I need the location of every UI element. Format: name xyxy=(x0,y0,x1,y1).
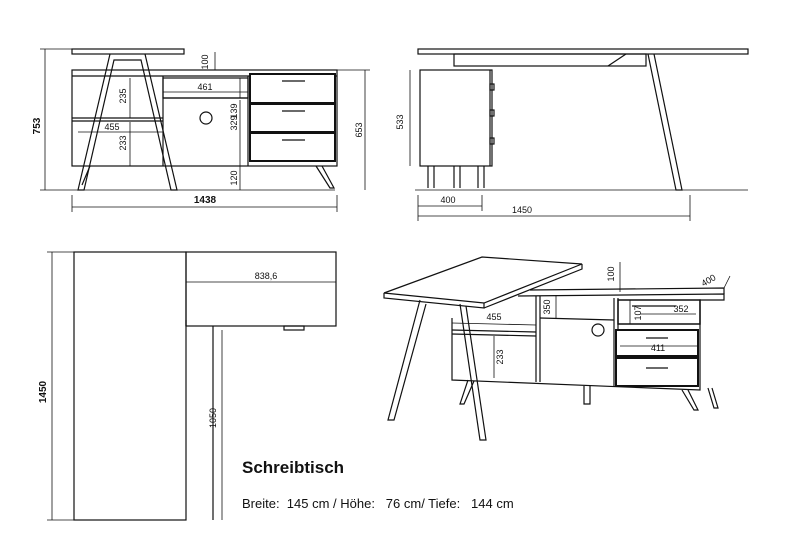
front-leg-height-label: 120 xyxy=(229,170,239,185)
side-cabinet-body xyxy=(419,69,493,167)
top-cabinet-return xyxy=(185,251,337,327)
iso-a-frame-leg-left xyxy=(387,299,427,421)
front-box-lower-label: 329 xyxy=(229,115,239,130)
top-desktop xyxy=(73,251,187,521)
front-cable-hole xyxy=(199,111,213,125)
front-box-height-label: 139 xyxy=(229,103,239,118)
front-opening-lower-label: 233 xyxy=(118,135,128,150)
iso-depth-label: 400 xyxy=(699,272,717,288)
front-shelf-width-label: 455 xyxy=(104,122,119,132)
top-return-width-label: 838,6 xyxy=(255,271,278,281)
front-cabinet-leg xyxy=(315,165,336,189)
front-drawer-3 xyxy=(249,132,336,162)
iso-drawer-3 xyxy=(615,357,699,387)
side-view xyxy=(417,48,749,191)
side-depth-cabinet-label: 400 xyxy=(440,195,455,205)
side-leg xyxy=(647,53,683,191)
front-opening-width-label: 461 xyxy=(197,82,212,92)
iso-a-frame-leg-right xyxy=(459,303,487,441)
iso-box-height-label: 350 xyxy=(542,299,552,314)
front-opening-upper-label: 235 xyxy=(118,88,128,103)
front-drawer-2 xyxy=(249,103,336,133)
front-a-frame-leg xyxy=(77,53,178,191)
front-height-body-label: 653 xyxy=(354,122,364,137)
front-width-total-label: 1438 xyxy=(194,195,217,206)
iso-top-overhang-label: 100 xyxy=(606,266,616,281)
iso-drawer-height-label: 107 xyxy=(633,305,643,320)
front-drawer-1 xyxy=(249,73,336,104)
iso-drawer-width-label: 352 xyxy=(673,304,688,314)
iso-view xyxy=(383,256,725,441)
front-height-total-label: 753 xyxy=(32,117,43,134)
front-top-overhang-label: 100 xyxy=(200,54,210,69)
top-view xyxy=(73,251,337,521)
side-desktop-top xyxy=(417,48,749,55)
iso-drawer-depth-label: 411 xyxy=(651,343,665,353)
product-title: Schreibtisch xyxy=(242,458,345,477)
side-height-body-label: 533 xyxy=(395,114,405,129)
top-inner-length-label: 1050 xyxy=(208,408,218,428)
product-specs: Breite: 145 cm / Höhe: 76 cm/ Tiefe: 144… xyxy=(242,496,514,511)
front-view xyxy=(71,48,338,191)
top-length-label: 1450 xyxy=(38,380,49,403)
iso-cable-hole xyxy=(591,323,605,337)
side-length-top-label: 1450 xyxy=(512,205,532,215)
iso-drawer-2 xyxy=(615,329,699,357)
iso-shelf-width-label: 455 xyxy=(486,312,501,322)
iso-opening-height-label: 233 xyxy=(495,349,505,364)
iso-drawer-open xyxy=(617,299,701,325)
front-desktop-top xyxy=(71,48,185,55)
